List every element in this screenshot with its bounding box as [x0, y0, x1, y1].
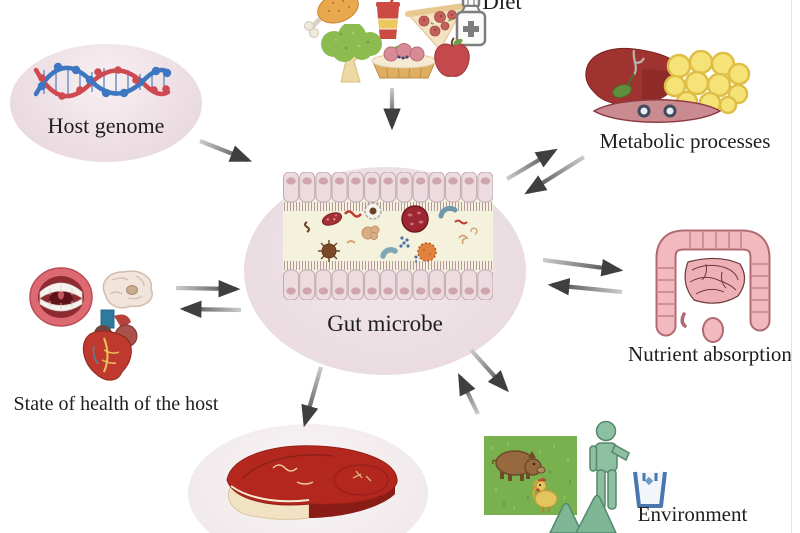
soda-cup-icon [376, 0, 400, 39]
health-label: State of health of the host [13, 393, 219, 415]
arrow-gut-to-metabolic [505, 148, 558, 181]
host-genome-label: Host genome [47, 113, 165, 138]
medicine-bottle-icon [455, 0, 487, 47]
diet-label: Diet [482, 0, 522, 14]
arrow-gut-to-nutrient [542, 257, 624, 277]
broccoli-icon [321, 24, 382, 83]
arrow-gut-to-health [175, 279, 241, 298]
host-genome-oval [10, 44, 202, 162]
brain-icon [102, 270, 153, 309]
fat-cells-icon [663, 50, 751, 114]
intestine-icon [655, 229, 771, 343]
gut-microbe-label: Gut microbe [327, 311, 443, 336]
dna-icon [33, 62, 172, 100]
heart-icon [82, 309, 138, 381]
arrow-metabolic-to-gut [524, 155, 586, 195]
figure-border [791, 0, 792, 533]
nutrient-label: Nutrient absorption [628, 342, 792, 366]
pizza-slice-icon [405, 3, 467, 51]
arrow-genome-to-gut [199, 139, 253, 162]
metabolic-label: Metabolic processes [599, 129, 771, 153]
steak-icon [226, 445, 398, 520]
environment-label: Environment [637, 502, 748, 526]
mouth-icon [29, 267, 93, 327]
berry-tart-icon [371, 43, 437, 79]
arrow-gut-to-meat [301, 366, 324, 428]
mountains-icon [549, 494, 617, 533]
muscle-cell-icon [592, 99, 722, 123]
livestock-icon [484, 436, 577, 515]
arrow-health-to-gut [179, 300, 242, 319]
arrow-nutrient-to-gut [547, 278, 623, 296]
chicken-leg-icon [304, 0, 359, 38]
apple-icon [434, 37, 470, 77]
microbes-icon [304, 202, 478, 263]
gut-epithelium-icon [283, 172, 493, 300]
arrow-environment-to-gut [458, 373, 480, 415]
arrow-gut-to-environment [469, 348, 509, 393]
